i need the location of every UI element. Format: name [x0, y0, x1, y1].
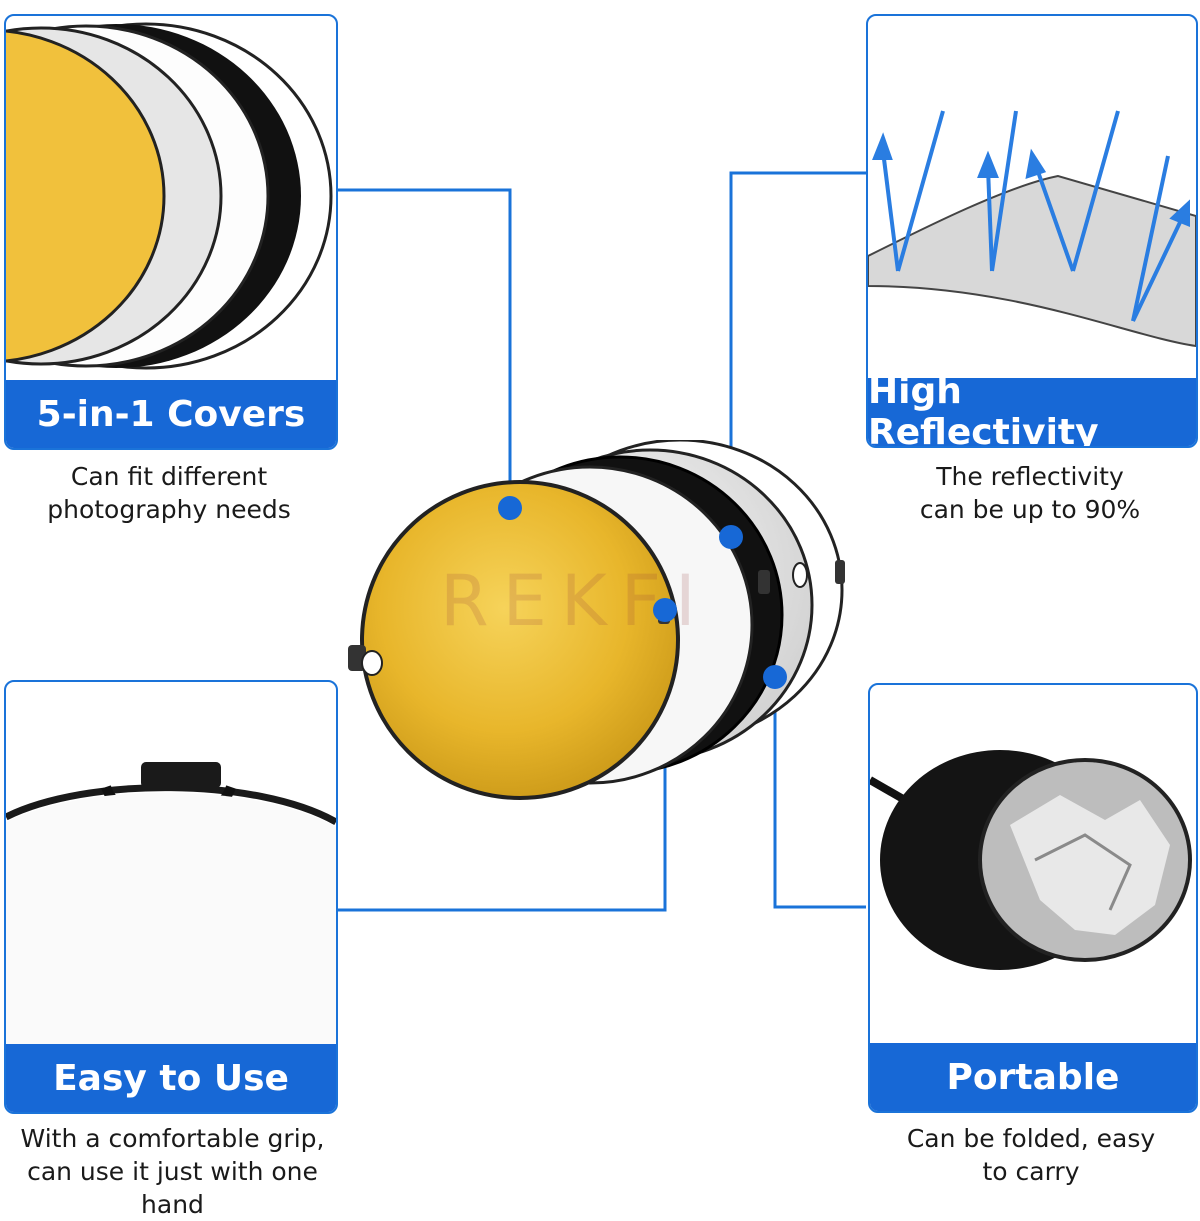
feature-caption: Can be folded, easy to carry: [906, 1124, 1156, 1186]
watermark: REKFI: [440, 560, 710, 642]
reflector-covers-image: [6, 22, 333, 370]
feature-title: Easy to Use: [6, 1044, 336, 1112]
feature-title: High Reflectivity: [868, 371, 1196, 446]
feature-caption: Can fit different photography needs: [47, 462, 291, 524]
feature-title: Portable: [870, 1043, 1196, 1111]
reflectivity-arrows-image: [868, 110, 1196, 348]
feature-panel-portable: Portable: [868, 683, 1198, 1113]
feature-panel-easy-to-use: Easy to Use: [4, 680, 338, 1114]
feature-caption: With a comfortable grip, can use it just…: [20, 1124, 325, 1219]
feature-caption: The reflectivity can be up to 90%: [919, 462, 1141, 524]
feature-panel-covers: 5-in-1 Covers: [4, 14, 338, 450]
feature-title: 5-in-1 Covers: [6, 380, 336, 448]
reflector-grip-image: [6, 762, 336, 1044]
feature-panel-reflectivity: High Reflectivity: [866, 14, 1198, 448]
reflector-stack-image: [348, 440, 845, 800]
folded-reflector-image: [870, 750, 1192, 970]
